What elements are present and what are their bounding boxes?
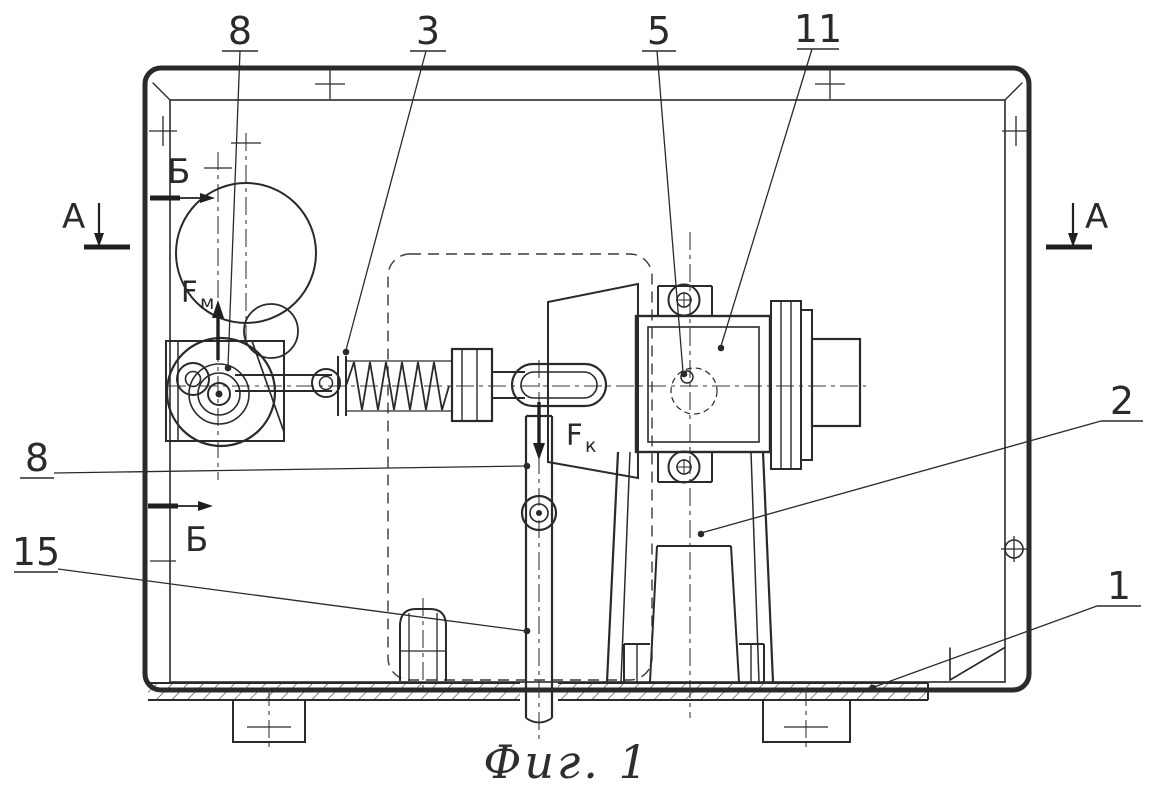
force-arrows xyxy=(212,300,545,460)
valve-bottom-boss xyxy=(657,450,713,484)
section-b-top-label: Б xyxy=(167,152,190,192)
support-leg-right-inner xyxy=(750,451,760,683)
callout-8-top: 8 xyxy=(228,9,252,53)
link-pin-hub xyxy=(318,375,334,391)
link-rod xyxy=(235,368,341,398)
valve-flange-stack xyxy=(770,300,862,470)
spring-coils xyxy=(345,361,450,411)
bottom-bolt-outer xyxy=(667,450,701,484)
corner-chamfer-bottom-right xyxy=(949,647,1005,681)
section-b-bottom-label: Б xyxy=(185,520,208,560)
edge-tick-marks xyxy=(149,69,1030,562)
force-fk-label: F xyxy=(566,418,583,452)
lever-pivot-dot xyxy=(536,510,542,516)
support-bracket xyxy=(605,451,775,683)
foot-left xyxy=(232,699,306,743)
spring-assembly xyxy=(337,347,608,423)
force-labels: F м F к xyxy=(181,275,596,457)
corner-chamfer-top-right xyxy=(1004,82,1023,101)
callout-2: 2 xyxy=(1110,379,1134,423)
clevis-outer xyxy=(510,362,608,408)
support-leg-left-inner xyxy=(620,451,631,683)
callout-8-left: 8 xyxy=(25,436,49,480)
roller-center-dot xyxy=(215,390,223,398)
valve-shaft xyxy=(810,337,862,428)
tick-cross-right xyxy=(1002,116,1030,146)
leader-8-left xyxy=(20,462,531,479)
leader-lines xyxy=(14,48,1143,692)
leader-15 xyxy=(14,568,531,635)
lever-pivot-hub xyxy=(529,503,549,523)
link-pin-outer xyxy=(311,368,341,398)
small-roller-hub xyxy=(184,370,202,388)
phantom-rect xyxy=(387,253,653,681)
roller-hub xyxy=(207,382,231,406)
section-b-bottom-marker xyxy=(148,501,213,511)
support-pedestal xyxy=(623,545,765,683)
wedge-edge xyxy=(251,340,285,433)
valve-top-boss xyxy=(657,283,713,317)
flange-plate-small xyxy=(800,309,813,461)
callout-15: 15 xyxy=(12,530,60,574)
top-bolt-outer xyxy=(667,283,701,317)
tick-cross-top-1 xyxy=(315,69,345,99)
centerlines xyxy=(168,133,866,752)
section-a-right-label: А xyxy=(1085,197,1108,237)
section-a-left-marker xyxy=(84,203,130,250)
force-fm-label: F xyxy=(181,275,198,309)
base-plate xyxy=(148,682,929,701)
section-markers xyxy=(84,193,1092,511)
force-fm-arrow xyxy=(212,300,224,360)
mounting-feet xyxy=(232,699,851,743)
magnet-roller-mechanism xyxy=(165,182,317,448)
leader-11 xyxy=(717,48,839,352)
corner-chamfer-top-left xyxy=(152,82,171,101)
valve-body-inner xyxy=(647,326,760,443)
callout-5: 5 xyxy=(647,9,671,53)
valve-body-outer xyxy=(634,314,772,454)
leader-5 xyxy=(642,50,688,378)
phantom-cover-outline xyxy=(387,253,653,681)
callout-numbers: 8 3 5 11 2 1 8 15 xyxy=(12,7,1134,608)
tick-cross-left xyxy=(149,116,177,146)
force-fm-subscript: м xyxy=(200,292,214,314)
section-b-top-marker xyxy=(150,193,215,203)
middle-circle xyxy=(243,303,299,359)
support-leg-left-outer xyxy=(605,451,620,683)
lever-bottom-end xyxy=(525,717,553,724)
section-letters: А А Б Б xyxy=(62,152,1108,560)
section-a-right-marker xyxy=(1046,203,1092,250)
lever-pivot-outer xyxy=(520,494,558,532)
housing xyxy=(142,65,1032,693)
spring-cylinder-block xyxy=(450,347,494,423)
leader-8-top xyxy=(222,50,258,372)
leader-3 xyxy=(342,50,446,356)
foot-right xyxy=(762,699,851,743)
leader-2 xyxy=(697,420,1143,538)
force-fk-arrow xyxy=(533,402,545,460)
valve-assembly xyxy=(547,282,862,484)
support-leg-right-outer xyxy=(761,451,775,683)
section-a-left-label: А xyxy=(62,197,85,237)
force-fk-subscript: к xyxy=(585,435,596,457)
small-roller-outer xyxy=(176,362,210,396)
tick-cross-top-2 xyxy=(815,69,845,99)
canister xyxy=(399,608,447,681)
base-plate-hatch-left xyxy=(148,683,520,700)
callout-11: 11 xyxy=(794,7,842,51)
callout-1: 1 xyxy=(1107,564,1131,608)
valve-phantom-circle xyxy=(670,367,718,415)
valve-inner-port xyxy=(680,370,694,384)
valve-bonnet xyxy=(547,282,639,480)
callout-3: 3 xyxy=(416,9,440,53)
leader-1 xyxy=(869,605,1141,692)
screw-right-edge xyxy=(1001,536,1027,562)
centerline-ticks xyxy=(204,142,828,728)
figure-caption: Фиг. 1 xyxy=(483,735,651,789)
clevis-slot xyxy=(520,371,598,399)
base-plate-hatch-right xyxy=(558,683,928,700)
housing-outer-wall xyxy=(142,65,1032,693)
